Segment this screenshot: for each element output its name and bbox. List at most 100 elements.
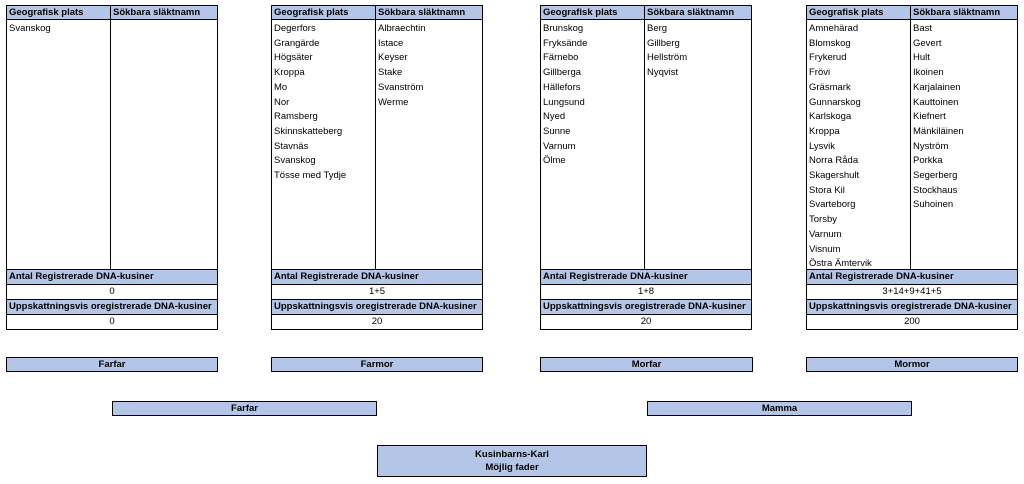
place-item: Frykerud bbox=[809, 52, 847, 64]
place-item: Skagershult bbox=[809, 170, 860, 182]
surname-item: Bast bbox=[913, 23, 933, 34]
surname-item: Werme bbox=[378, 96, 409, 108]
place-item: Lungsund bbox=[543, 96, 585, 108]
registered-label: Antal Registrerade DNA-kusiner bbox=[806, 270, 1018, 285]
place-item: Amnehärad bbox=[809, 23, 859, 34]
grandparent-label: Farmor bbox=[360, 359, 394, 370]
place-item: Mo bbox=[274, 81, 288, 93]
place-item: Brunskog bbox=[543, 23, 584, 34]
estimated-label: Uppskattningsvis oregistrerade DNA-kusin… bbox=[271, 300, 483, 315]
registered-label: Antal Registrerade DNA-kusiner bbox=[271, 270, 483, 285]
header-place: Geografisk plats bbox=[7, 6, 111, 19]
place-item: Varnum bbox=[543, 140, 576, 152]
place-item: Torsby bbox=[809, 214, 837, 226]
header-place: Geografisk plats bbox=[541, 6, 645, 19]
surname-item: Mänkiläinen bbox=[913, 125, 964, 137]
registered-value: 1+8 bbox=[540, 285, 752, 300]
grandparent-mormor-box: Mormor bbox=[806, 357, 1018, 372]
surname-item: Albraechtin bbox=[378, 23, 426, 34]
place-item: Sunne bbox=[543, 125, 571, 137]
grandparent-label: Mormor bbox=[894, 359, 930, 370]
surname-item: Ikoinen bbox=[913, 67, 944, 79]
surname-item: Berg bbox=[647, 23, 668, 34]
surname-item: Istace bbox=[378, 37, 404, 49]
surnames-column bbox=[111, 20, 217, 269]
surname-item: Segerberg bbox=[913, 170, 958, 182]
surname-item: Kiefnert bbox=[913, 111, 946, 123]
place-item: Svanskog bbox=[274, 155, 316, 167]
registered-label: Antal Registrerade DNA-kusiner bbox=[6, 270, 218, 285]
child-name: Kusinbarns-Karl bbox=[475, 449, 549, 460]
registered-label: Antal Registrerade DNA-kusiner bbox=[540, 270, 752, 285]
estimated-value: 20 bbox=[540, 315, 752, 330]
surname-item: Kauttoinen bbox=[913, 96, 959, 108]
place-item: Svanskog bbox=[9, 23, 51, 34]
place-item: Nor bbox=[274, 96, 290, 108]
places-column: Svanskog bbox=[7, 20, 111, 269]
place-item: Tösse med Tydje bbox=[274, 170, 347, 182]
place-item: Östra Ämtervik bbox=[809, 258, 872, 270]
surname-item: Hult bbox=[913, 52, 930, 64]
surname-item: Nyqvist bbox=[647, 67, 679, 79]
place-item: Degerfors bbox=[274, 23, 316, 34]
place-item: Grangärde bbox=[274, 37, 320, 49]
place-item: Stavnäs bbox=[274, 140, 309, 152]
header-place: Geografisk plats bbox=[807, 6, 911, 19]
estimated-label: Uppskattningsvis oregistrerade DNA-kusin… bbox=[540, 300, 752, 315]
place-item: Skinnskatteberg bbox=[274, 125, 343, 137]
place-item: Färnebo bbox=[543, 52, 579, 64]
surname-item: Gevert bbox=[913, 37, 942, 49]
surname-item: Gillberg bbox=[647, 37, 680, 49]
place-item: Visnum bbox=[809, 243, 841, 255]
estimated-label: Uppskattningsvis oregistrerade DNA-kusin… bbox=[6, 300, 218, 315]
registered-value: 3+14+9+41+5 bbox=[806, 285, 1018, 300]
place-item: Norra Råda bbox=[809, 155, 859, 167]
place-item: Frövi bbox=[809, 67, 831, 79]
estimated-value: 200 bbox=[806, 315, 1018, 330]
header-surnames: Sökbara släktnamn bbox=[113, 7, 201, 18]
place-item: Gräsmark bbox=[809, 81, 851, 93]
place-item: Stora Kil bbox=[809, 184, 845, 196]
place-item: Högsäter bbox=[274, 52, 313, 64]
estimated-value: 0 bbox=[6, 315, 218, 330]
place-item: Ölme bbox=[543, 155, 566, 167]
grandparent-label: Farfar bbox=[98, 359, 126, 370]
place-item: Lysvik bbox=[809, 140, 836, 152]
place-item: Nyed bbox=[543, 111, 566, 123]
surname-item: Nyström bbox=[913, 140, 949, 152]
place-item: Fryksände bbox=[543, 37, 588, 49]
place-item: Varnum bbox=[809, 228, 842, 240]
place-item: Svarteborg bbox=[809, 199, 856, 211]
surname-item: Stake bbox=[378, 67, 403, 79]
parent-label: Mamma bbox=[761, 403, 798, 414]
parent-mamma-box: Mamma bbox=[647, 401, 912, 416]
estimated-value: 20 bbox=[271, 315, 483, 330]
child-box: Kusinbarns-Karl Möjlig fader bbox=[377, 445, 647, 477]
child-subtitle: Möjlig fader bbox=[485, 462, 539, 473]
surname-item: Hellström bbox=[647, 52, 688, 64]
header-surnames: Sökbara släktnamn bbox=[647, 7, 735, 18]
surname-item: Karjalainen bbox=[913, 81, 961, 93]
surname-item: Suhoinen bbox=[913, 199, 954, 211]
place-item: Gillberga bbox=[543, 67, 582, 79]
place-item: Hällefors bbox=[543, 81, 581, 93]
header-place: Geografisk plats bbox=[272, 6, 376, 19]
grandparent-farfar-box: Farfar bbox=[6, 357, 218, 372]
parent-label: Farfar bbox=[231, 403, 258, 414]
surname-item: Svanström bbox=[378, 81, 424, 93]
place-item: Kroppa bbox=[274, 67, 305, 79]
surname-item: Porkka bbox=[913, 155, 943, 167]
